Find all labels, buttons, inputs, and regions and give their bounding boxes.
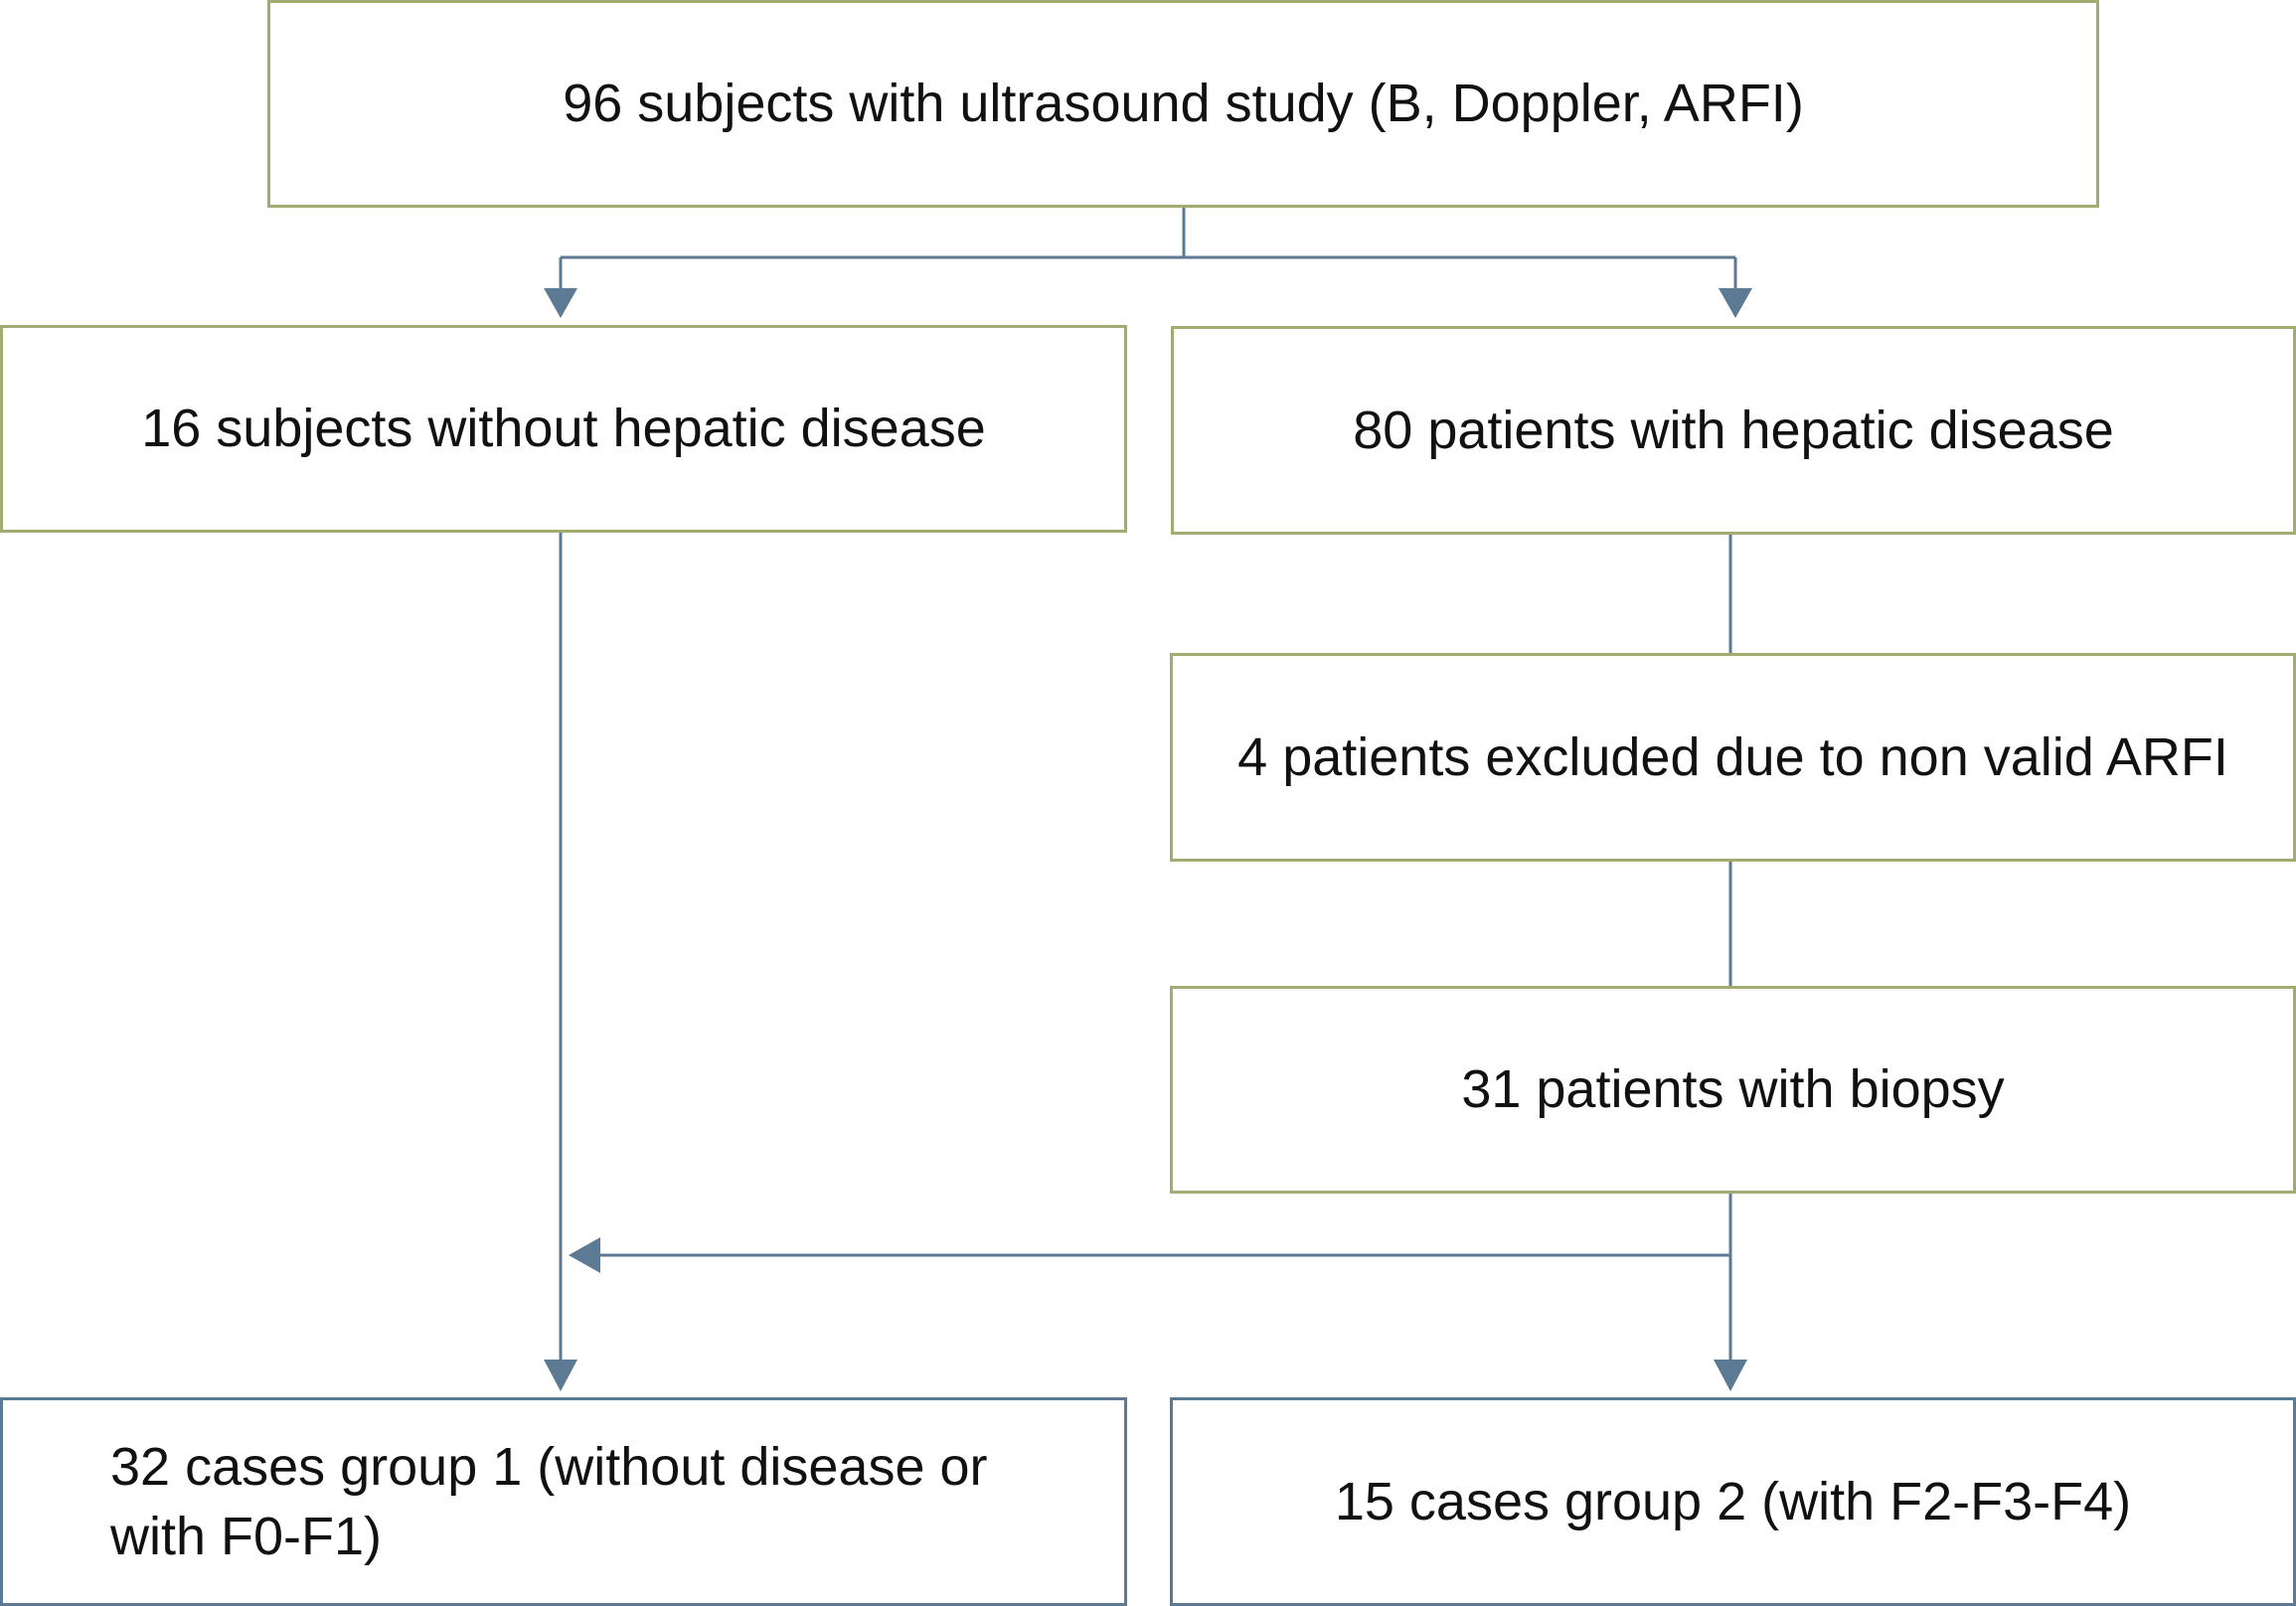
group1-label: 32 cases group 1 (without disease or wit… — [110, 1436, 988, 1566]
arrowhead-left — [569, 1237, 600, 1273]
no-disease-box: 16 subjects without hepatic disease — [0, 325, 1127, 533]
excluded-label: 4 patients excluded due to non valid ARF… — [1237, 726, 2228, 787]
arrowhead-down — [544, 1360, 577, 1391]
biopsy-box: 31 patients with biopsy — [1170, 986, 2296, 1194]
excluded-box: 4 patients excluded due to non valid ARF… — [1170, 653, 2296, 862]
total-subjects-box: 96 subjects with ultrasound study (B, Do… — [267, 0, 2099, 208]
arrowhead-down — [1719, 288, 1752, 318]
arrowhead-down — [1714, 1360, 1747, 1391]
total-subjects-label: 96 subjects with ultrasound study (B, Do… — [563, 74, 1804, 134]
no-disease-label: 16 subjects without hepatic disease — [141, 399, 986, 459]
with-disease-label: 80 patients with hepatic disease — [1353, 400, 2114, 460]
with-disease-box: 80 patients with hepatic disease — [1171, 326, 2296, 535]
arrowhead-down — [544, 288, 577, 318]
group2-box: 15 cases group 2 (with F2-F3-F4) — [1170, 1397, 2296, 1606]
biopsy-label: 31 patients with biopsy — [1461, 1059, 2005, 1120]
group2-label: 15 cases group 2 (with F2-F3-F4) — [1334, 1471, 2132, 1531]
group1-box: 32 cases group 1 (without disease or wit… — [0, 1397, 1127, 1606]
